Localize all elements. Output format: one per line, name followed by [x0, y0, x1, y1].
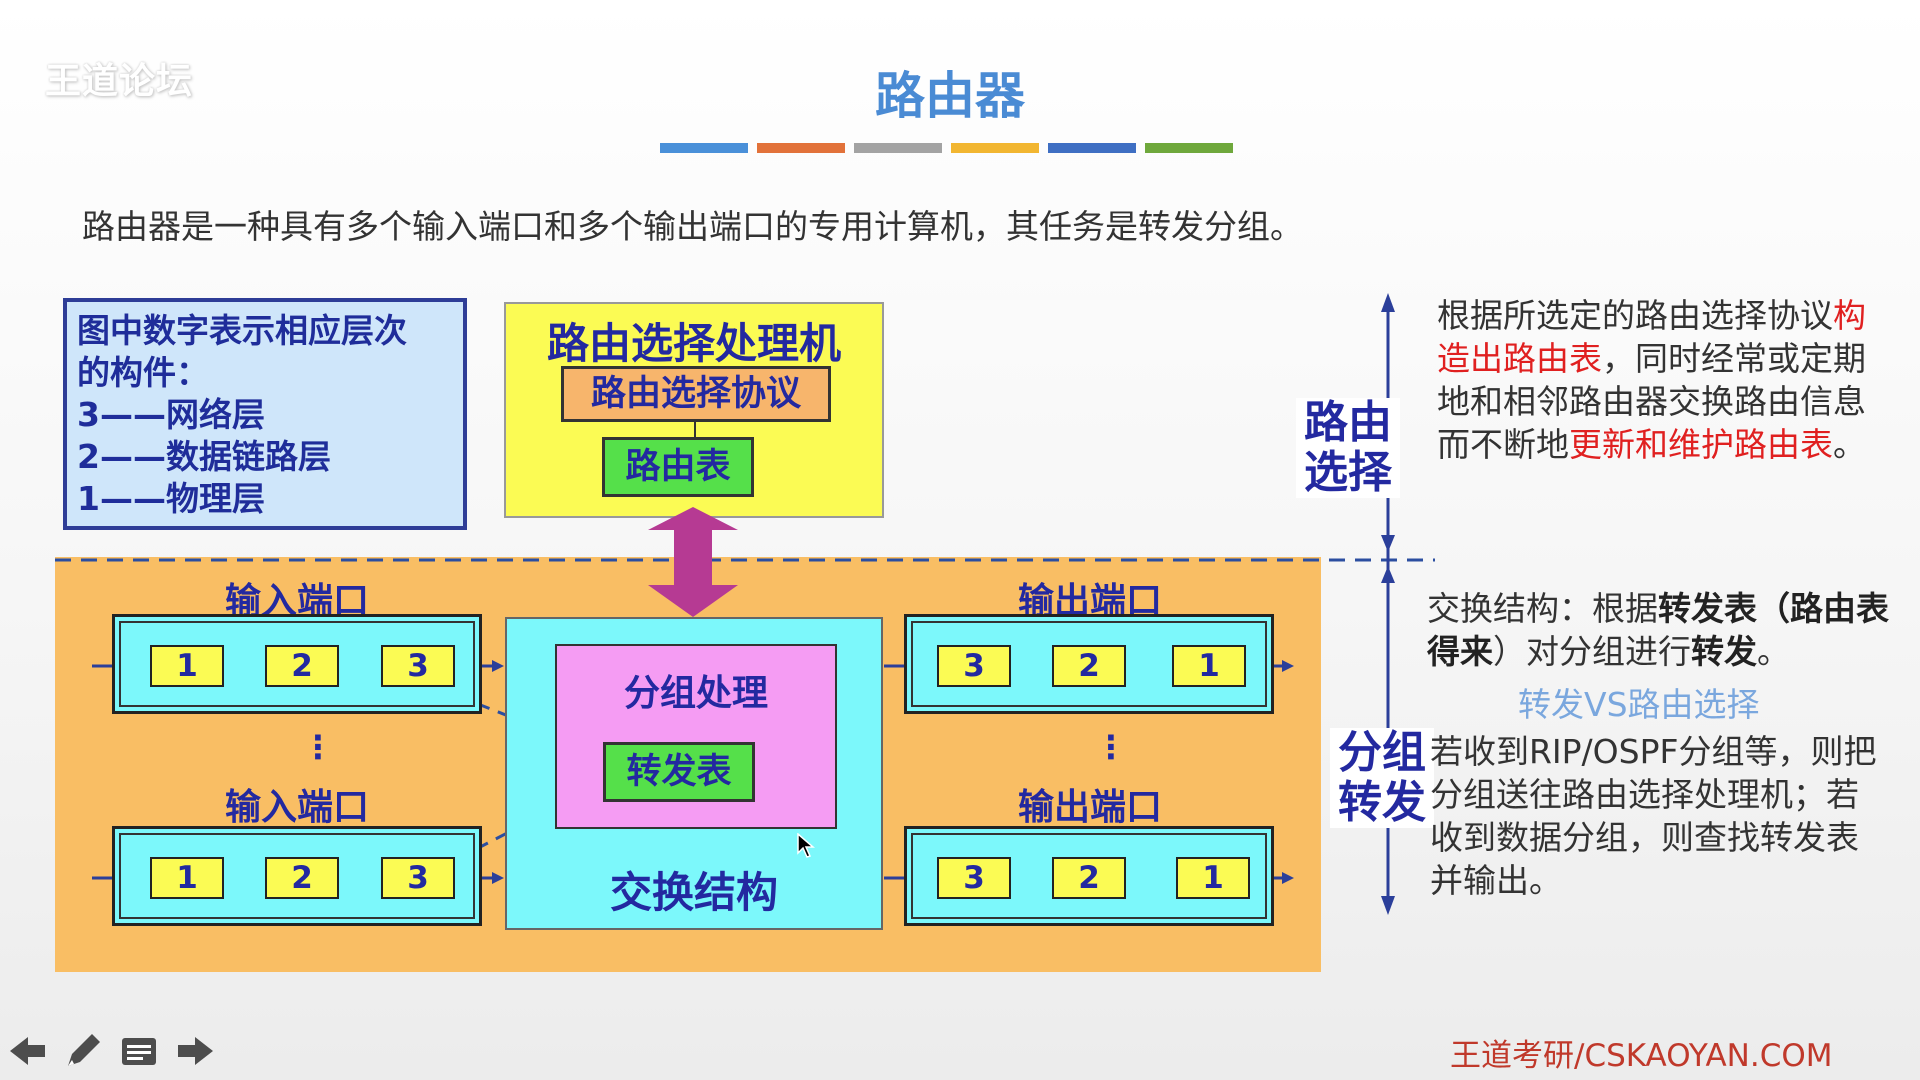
routing-processor-title: 路由选择处理机: [546, 319, 841, 368]
accent-bar: [854, 143, 942, 153]
packet-forwarding-label: 分组 转发: [1330, 728, 1434, 828]
arrow-up-icon: [1381, 293, 1395, 312]
highlight-text: 构造出路由表: [1437, 296, 1866, 378]
layer-cell: 1: [1176, 857, 1250, 899]
packet-processing-box: 分组处理 转发表: [555, 644, 837, 829]
switch-fabric: 分组处理 转发表 交换结构: [505, 617, 883, 930]
layer-cell: 1: [150, 857, 224, 899]
menu-icon[interactable]: [120, 1036, 160, 1068]
routing-protocol-box: 路由选择协议: [561, 366, 831, 422]
layer-cell: 2: [1052, 857, 1126, 899]
arrow-right-icon: [1282, 872, 1294, 884]
arrow-right-icon: [1282, 660, 1294, 672]
mouse-cursor-icon: [797, 833, 815, 858]
layer-cell: 1: [1172, 645, 1246, 687]
layer-cell: 3: [937, 857, 1011, 899]
legend-line: 3——网络层: [77, 395, 265, 434]
text-span: 。: [1757, 632, 1790, 671]
side-label-line: 路由: [1304, 397, 1392, 448]
layer-cell: 2: [265, 645, 339, 687]
switch-description: 交换结构：根据转发表（路由表得来）对分组进行转发。: [1427, 587, 1897, 673]
arrow-up-icon: [1381, 566, 1395, 583]
pen-icon[interactable]: [62, 1030, 104, 1072]
forwarding-table-box: 转发表: [603, 742, 755, 802]
text-span: 交换结构：根据: [1427, 589, 1658, 628]
side-label-line: 选择: [1304, 447, 1392, 498]
footer-brand: 王道考研/CSKAOYAN.COM: [1450, 1038, 1833, 1074]
routing-selection-label: 路由 选择: [1296, 398, 1400, 498]
arrow-right-icon: [492, 660, 504, 672]
forwarding-vs-routing-link[interactable]: 转发VS路由选择: [1518, 685, 1760, 724]
arrow-right-icon: [492, 872, 504, 884]
legend-line: 1——物理层: [77, 479, 265, 518]
intro-text: 路由器是一种具有多个输入端口和多个输出端口的专用计算机，其任务是转发分组。: [82, 207, 1303, 246]
text-span: 。: [1833, 425, 1866, 464]
accent-bar: [1048, 143, 1136, 153]
bold-text: 路由表得来: [1427, 589, 1889, 671]
routing-processor: 路由选择处理机 路由选择协议 路由表: [504, 302, 884, 518]
layer-cell: 2: [265, 857, 339, 899]
side-label-line: 转发: [1338, 777, 1426, 828]
output-port-label: 输出端口: [1018, 787, 1163, 828]
watermark: 王道论坛: [45, 61, 194, 102]
bold-text: （: [1757, 589, 1790, 628]
connector-line: [694, 422, 696, 437]
accent-bar: [1145, 143, 1233, 153]
bold-text: 转发: [1691, 632, 1757, 671]
packet-processing-title: 分组处理: [623, 673, 768, 714]
legend-line: 图中数字表示相应层次: [77, 311, 407, 350]
layer-cell: 2: [1052, 645, 1126, 687]
arrow-down-icon: [1381, 535, 1395, 552]
arrow-right-icon[interactable]: [175, 1033, 215, 1069]
bidirectional-arrow: [648, 507, 738, 617]
text-span: ，同时经常或定期地和相邻路由器交换路由信息而不断地: [1437, 339, 1866, 464]
layer-cell: 3: [381, 645, 455, 687]
text-span: 根据所选定的路由选择协议: [1437, 296, 1833, 335]
legend-box: 图中数字表示相应层次 的构件： 3——网络层 2——数据链路层 1——物理层: [63, 298, 467, 530]
text-span: ）对分组进行: [1493, 632, 1691, 671]
ellipsis-dots: ⋮: [302, 728, 334, 766]
forwarding-description: 若收到RIP/OSPF分组等，则把分组送往路由选择处理机；若收到数据分组，则查找…: [1430, 732, 1877, 900]
accent-bar: [757, 143, 845, 153]
layer-cell: 3: [381, 857, 455, 899]
routing-table-box: 路由表: [602, 437, 754, 497]
slide-title: 路由器: [875, 67, 1025, 125]
layer-cell: 3: [937, 645, 1011, 687]
legend-line: 的构件：: [77, 353, 209, 392]
arrow-left-icon[interactable]: [8, 1033, 48, 1069]
legend-line: 2——数据链路层: [77, 437, 331, 476]
switch-fabric-title: 交换结构: [609, 868, 778, 917]
input-port-label: 输入端口: [225, 787, 370, 828]
layer-cell: 1: [150, 645, 224, 687]
accent-bar: [951, 143, 1039, 153]
ellipsis-dots: ⋮: [1095, 728, 1127, 766]
side-label-line: 分组: [1338, 727, 1426, 778]
arrow-down-icon: [1381, 896, 1395, 915]
highlight-text: 更新和维护路由表: [1569, 425, 1833, 464]
bold-text: 转发表: [1658, 589, 1757, 628]
accent-bar: [660, 143, 748, 153]
routing-description: 根据所选定的路由选择协议构造出路由表，同时经常或定期地和相邻路由器交换路由信息而…: [1437, 294, 1877, 466]
